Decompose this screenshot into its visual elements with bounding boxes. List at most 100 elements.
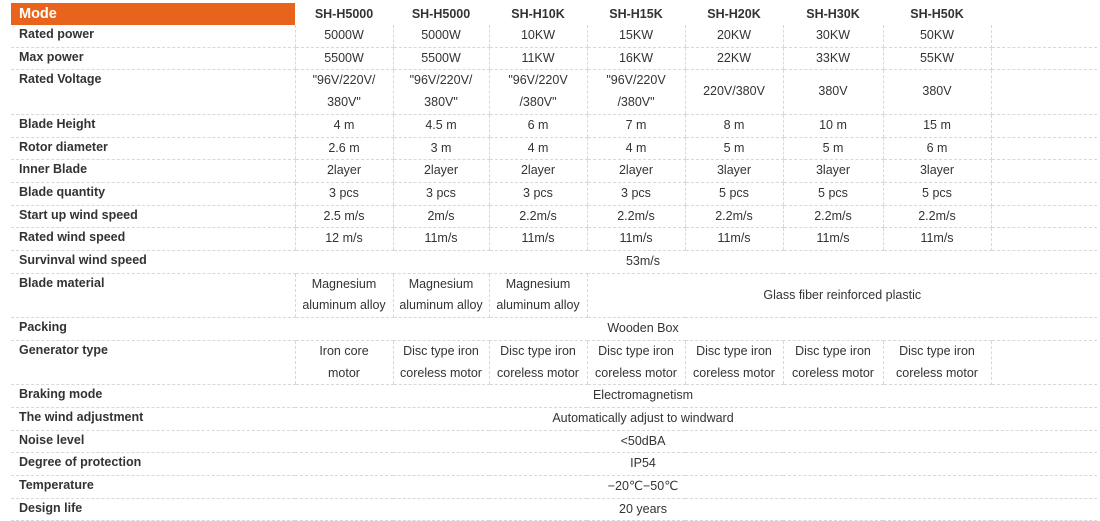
row-spacer — [991, 340, 1097, 386]
model-header: SH-H5000 — [314, 7, 374, 21]
row-value: 10KW — [488, 25, 587, 48]
row-label: Generator type — [11, 340, 295, 386]
row-value: 2layer — [488, 159, 587, 183]
row-label: Blade Height — [11, 114, 295, 138]
row-spacer — [991, 498, 1097, 521]
row-value: 5000W — [294, 25, 393, 48]
row-value: 3 pcs — [392, 182, 489, 206]
spec-row-blade-material: Blade material Magnesium aluminum alloy Mag… — [11, 273, 1097, 319]
row-value: 5 m — [684, 137, 783, 161]
row-label: Blade quantity — [11, 182, 295, 206]
row-value-span: −20℃−50℃ — [295, 475, 991, 499]
row-label: Blade material — [11, 273, 295, 319]
row-spacer — [991, 227, 1097, 252]
row-value: Disc type iron coreless motor — [488, 340, 587, 386]
row-label: Rated power — [11, 25, 295, 48]
row-value: 8 m — [684, 114, 783, 138]
row-label: Degree of protection — [11, 452, 295, 477]
row-value: 7 m — [586, 114, 685, 138]
row-value: 3 m — [392, 137, 489, 161]
row-value: 11m/s — [684, 227, 783, 252]
row-spacer — [991, 69, 1097, 115]
row-value: 12 m/s — [294, 227, 393, 252]
row-spacer — [991, 452, 1097, 477]
cell-line: "96V/220V/ — [312, 73, 376, 88]
row-spacer — [991, 384, 1097, 408]
row-value: 5500W — [392, 47, 489, 71]
row-value: 22KW — [684, 47, 783, 71]
header-row: Mode SH-H5000 SH-H5000 SH-H10K SH-H15K S… — [11, 3, 1097, 25]
row-label: Start up wind speed — [11, 205, 295, 229]
row-value: 11m/s — [782, 227, 883, 252]
cell-line: 380V" — [424, 95, 458, 110]
row-value: 5500W — [294, 47, 393, 71]
row-value: 50KW — [882, 25, 992, 48]
row-value-span: Automatically adjust to windward — [295, 407, 991, 431]
row-label: Noise level — [11, 430, 295, 454]
row-value: 2layer — [294, 159, 393, 183]
cell-line: 380V" — [327, 95, 361, 110]
row-value: 380V — [882, 69, 992, 115]
row-label: The wind adjustment — [11, 407, 295, 431]
cell-line: coreless motor — [792, 365, 874, 380]
spec-row-noise-level: Noise level<50dBA — [11, 430, 1097, 454]
model-header: SH-H30K — [806, 7, 860, 21]
cell-line: aluminum alloy — [496, 298, 580, 313]
row-value: 6 m — [488, 114, 587, 138]
cell-line: Magnesium — [505, 276, 571, 291]
row-spacer — [991, 205, 1097, 229]
row-value: 4 m — [586, 137, 685, 161]
row-value: 5 m — [782, 137, 883, 161]
row-value: 5 pcs — [882, 182, 992, 206]
cell-line: Magnesium — [311, 276, 377, 291]
row-value: 3layer — [684, 159, 783, 183]
row-value: 3 pcs — [586, 182, 685, 206]
row-label: Design life — [11, 498, 295, 521]
cell-line: Disc type iron — [500, 343, 576, 358]
cell-line: Disc type iron — [899, 343, 975, 358]
row-value: "96V/220V/380V" — [488, 69, 587, 115]
row-value: Magnesium aluminum alloy — [488, 273, 587, 319]
row-value: 11m/s — [586, 227, 685, 252]
row-label: Survinval wind speed — [11, 250, 295, 274]
row-value: 3layer — [882, 159, 992, 183]
row-value: 20KW — [684, 25, 783, 48]
row-value: 11m/s — [392, 227, 489, 252]
row-value: 2.2m/s — [586, 205, 685, 229]
row-label: Rated Voltage — [11, 69, 295, 115]
row-value: 3layer — [782, 159, 883, 183]
row-value: 5 pcs — [684, 182, 783, 206]
row-label: Rotor diameter — [11, 137, 295, 161]
row-value: 2m/s — [392, 205, 489, 229]
row-value-span: 53m/s — [295, 250, 991, 274]
row-label: Rated wind speed — [11, 227, 295, 252]
cell-line: coreless motor — [497, 365, 579, 380]
model-header: SH-H10K — [511, 7, 565, 21]
cell-line: aluminum alloy — [399, 298, 483, 313]
row-value-span: Wooden Box — [295, 317, 991, 341]
cell-line: /380V" — [519, 95, 557, 110]
row-value: 33KW — [782, 47, 883, 71]
model-header: SH-H50K — [910, 7, 964, 21]
cell-line: motor — [328, 365, 360, 380]
model-header: SH-H5000 — [411, 7, 471, 21]
row-value: 2.6 m — [294, 137, 393, 161]
row-label: Max power — [11, 47, 295, 71]
cell-line: Disc type iron — [795, 343, 871, 358]
row-value: 15KW — [586, 25, 685, 48]
row-value: 2.2m/s — [882, 205, 992, 229]
row-label: Temperature — [11, 475, 295, 499]
spec-row-temperature: Temperature−20℃−50℃ — [11, 475, 1097, 499]
row-value-span: 20 years — [295, 498, 991, 521]
